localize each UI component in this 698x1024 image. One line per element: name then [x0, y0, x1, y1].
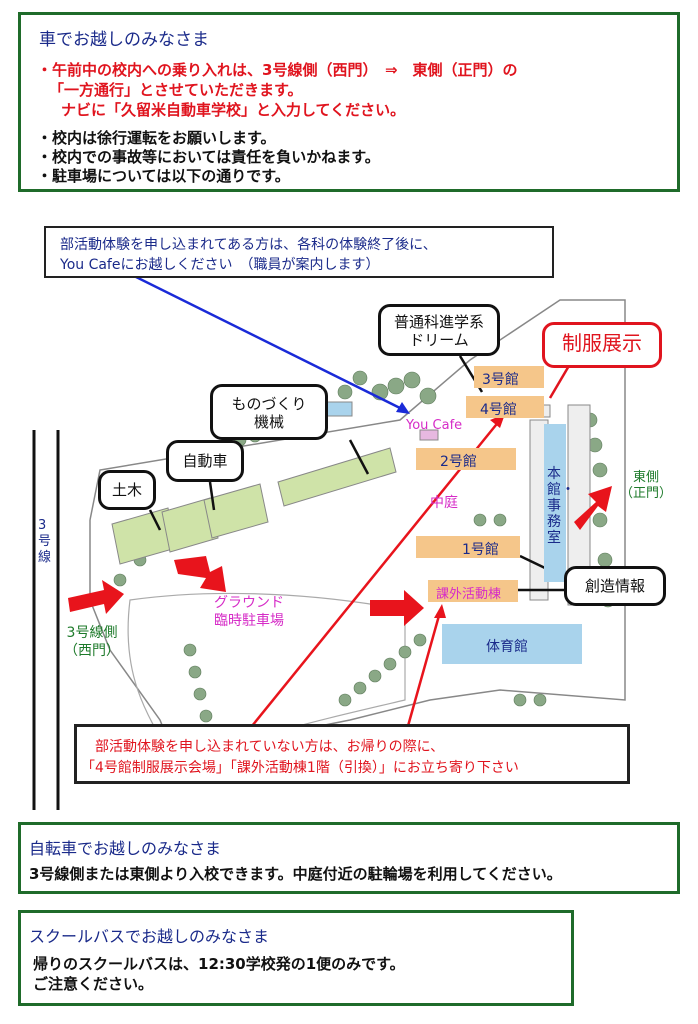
car-title: 車でお越しのみなさま — [39, 30, 209, 50]
bubble-jidosha: 自動車 — [166, 440, 244, 482]
east-gate-label: 東側 （正門） — [620, 470, 673, 501]
bubble-uniform-display: 制服展示 — [542, 322, 662, 368]
you-cafe-label: You Cafe — [406, 418, 463, 433]
car-note-1: ・校内は徐行運転をお願いします。 — [37, 129, 276, 147]
building-2-label: 2号館 — [440, 454, 477, 470]
bicycle-title: 自転車でお越しのみなさま — [29, 839, 222, 858]
club-note-line-1: 部活動体験を申し込まれてある方は、各科の体験終了後に、 — [60, 237, 437, 253]
building-3-label: 3号館 — [482, 372, 519, 388]
bus-text-1: 帰りのスクールバスは、12:30学校発の1便のみです。 — [33, 955, 405, 973]
bicycle-text: 3号線側または東側より入校できます。中庭付近の駐輪場を利用してください。 — [29, 865, 562, 883]
no-club-note-line-1: 部活動体験を申し込まれていない方は、お帰りの際に、 — [95, 739, 445, 755]
no-club-experience-note: 部活動体験を申し込まれていない方は、お帰りの際に、 「4号館制服展示会場」「課外… — [74, 724, 630, 784]
car-note-3: ・駐車場については以下の通りです。 — [37, 167, 290, 185]
ground-parking-label: グラウンド 臨時駐車場 — [214, 595, 284, 629]
extracurricular-label: 課外活動棟 — [436, 587, 502, 602]
no-club-note-line-2: 「4号館制服展示会場」「課外活動棟1階（引換）」にお立ち寄り下さい — [81, 760, 519, 776]
car-rule-line-2: 「一方通行」とさせていただきます。 — [49, 81, 303, 99]
school-bus-info-panel: スクールバスでお越しのみなさま 帰りのスクールバスは、12:30学校発の1便のみ… — [18, 910, 574, 1006]
gymnasium-label: 体育館 — [486, 639, 528, 655]
car-rule-line-1: ・午前中の校内への乗り入れは、3号線側（西門） ⇒ 東側（正門）の — [37, 61, 518, 79]
bubble-doboku: 土木 — [98, 470, 156, 510]
nakaniwa-label: 中庭 — [430, 495, 458, 511]
bubble-monozukuri: ものづくり 機械 — [210, 384, 328, 440]
building-4-label: 4号館 — [480, 402, 517, 418]
main-building-label: 本館・事務室 — [547, 466, 575, 546]
gymnasium — [442, 624, 582, 664]
building-2 — [416, 448, 516, 470]
route-3-label: 3号線 — [38, 518, 52, 565]
club-note-line-2: You Cafeにお越しください （職員が案内します） — [60, 257, 380, 273]
car-rule-line-3: ナビに「久留米自動車学校」と入力してください。 — [61, 101, 406, 119]
car-note-2: ・校内での事故等においては責任を負いかねます。 — [37, 148, 380, 166]
building-1-label: 1号館 — [462, 542, 499, 558]
bicycle-info-panel: 自転車でお越しのみなさま 3号線側または東側より入校できます。中庭付近の駐輪場を… — [18, 822, 680, 894]
club-experience-note: 部活動体験を申し込まれてある方は、各科の体験終了後に、 You Cafeにお越し… — [44, 226, 554, 278]
bus-text-2: ご注意ください。 — [33, 975, 154, 993]
bubble-futsuka-dream: 普通科進学系 ドリーム — [378, 304, 500, 356]
building-3 — [474, 366, 544, 388]
building-4 — [466, 396, 544, 418]
extracurricular-building — [428, 580, 518, 602]
car-info-panel: 車でお越しのみなさま ・午前中の校内への乗り入れは、3号線側（西門） ⇒ 東側（… — [18, 12, 680, 192]
building-1 — [416, 536, 520, 558]
bus-title: スクールバスでお越しのみなさま — [29, 927, 270, 946]
main-building — [544, 424, 566, 582]
west-gate-label: 3号線側 （西門） — [64, 625, 120, 659]
bubble-sozo-joho: 創造情報 — [564, 566, 666, 606]
